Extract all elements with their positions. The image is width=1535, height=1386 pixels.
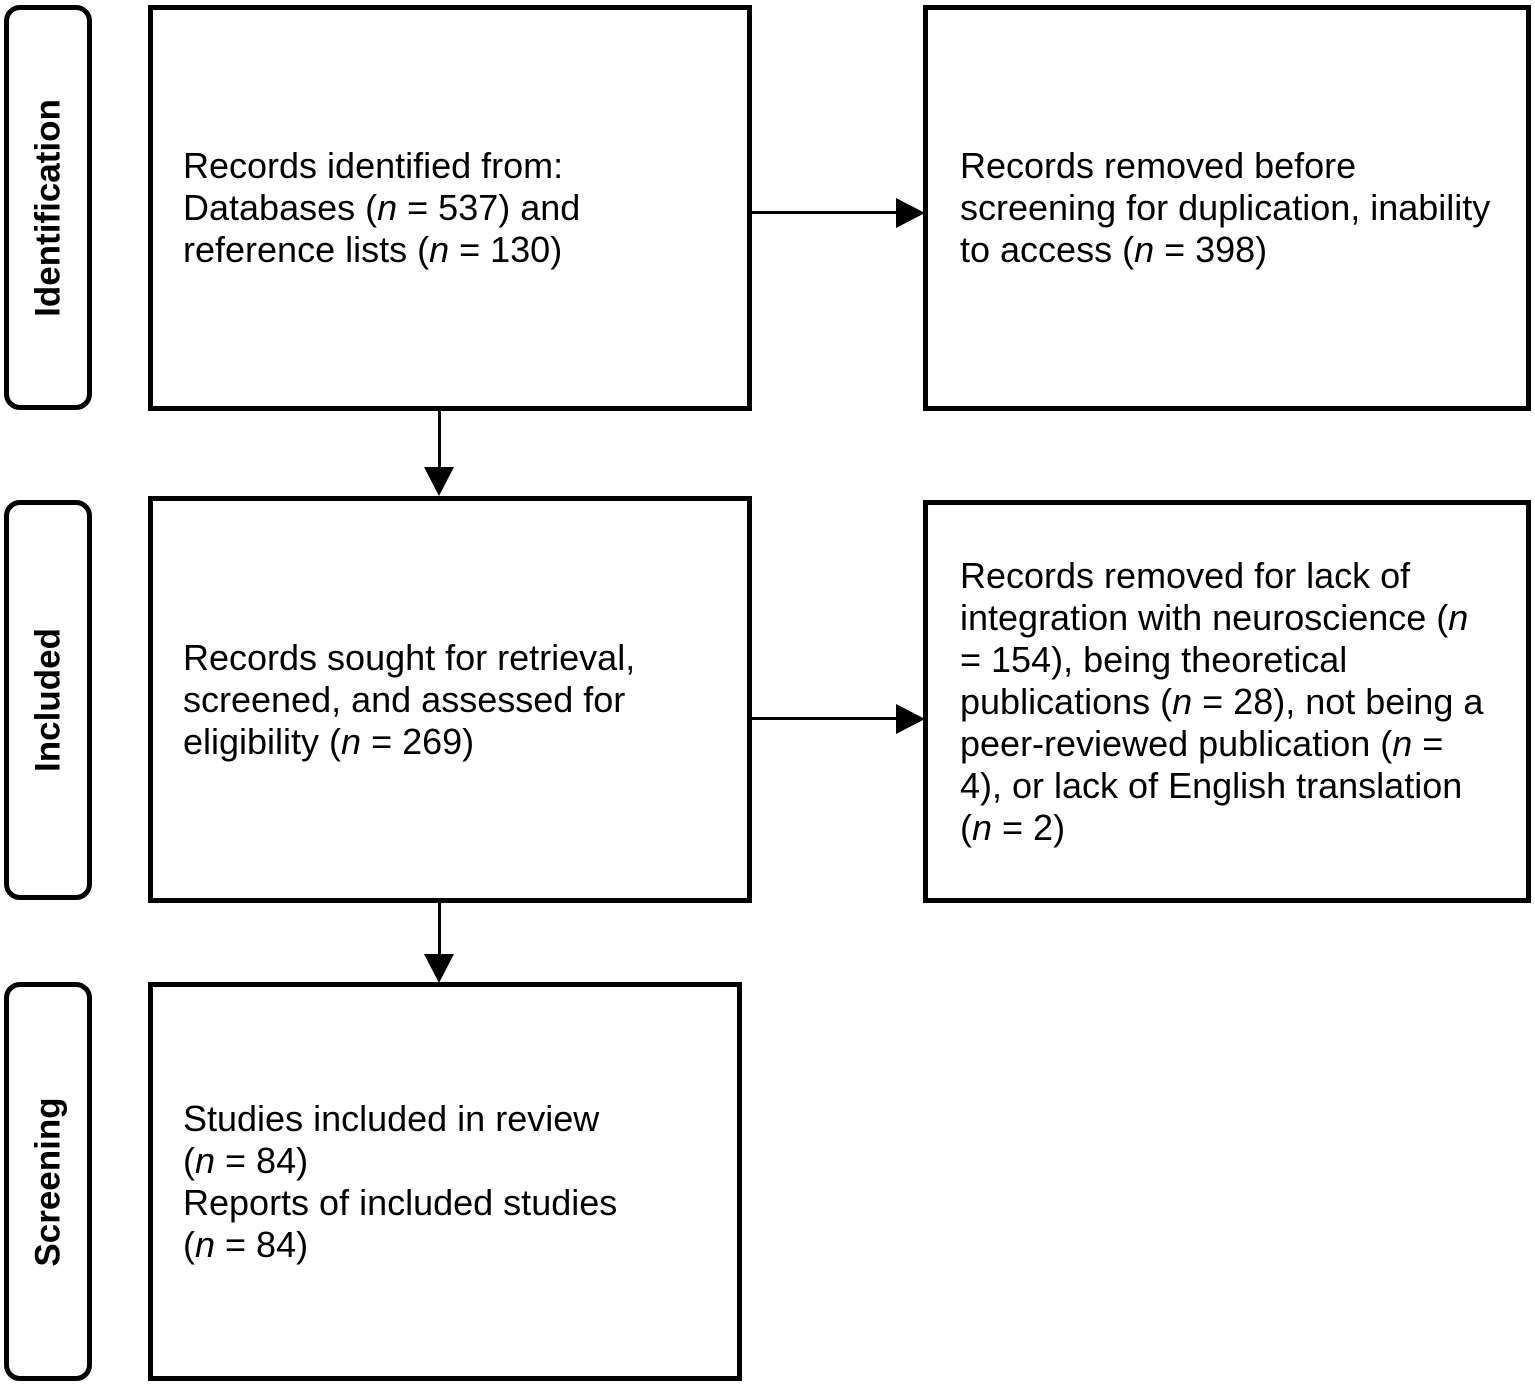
stage-pill-included: Included <box>4 500 92 900</box>
connector-sought-to-removed-reasons-line <box>752 717 902 720</box>
box-records-identified: Records identified from: Databases (n = … <box>148 5 752 411</box>
stage-label-included: Included <box>28 628 68 772</box>
box-records-removed-reasons-text: Records removed for lack of integration … <box>960 554 1484 848</box>
box-studies-included: Studies included in review (n = 84) Repo… <box>148 982 742 1381</box>
box-records-sought: Records sought for retrieval, screened, … <box>148 496 752 903</box>
connector-identified-to-sought-line <box>438 411 441 483</box>
connector-identified-to-removed-arrowhead <box>896 198 925 228</box>
stage-label-identification: Identification <box>28 98 68 317</box>
connector-sought-to-included-line <box>438 903 441 971</box>
connector-identified-to-sought-arrowhead <box>424 467 454 496</box>
box-studies-included-text: Studies included in review (n = 84) Repo… <box>183 1097 618 1265</box>
connector-sought-to-removed-reasons-arrowhead <box>896 704 925 734</box>
box-records-sought-text: Records sought for retrieval, screened, … <box>183 636 636 762</box>
connector-sought-to-included-arrowhead <box>424 954 454 983</box>
box-records-removed-before-screening: Records removed before screening for dup… <box>923 5 1531 411</box>
connector-identified-to-removed-line <box>752 211 902 214</box>
box-records-removed-before-screening-text: Records removed before screening for dup… <box>960 145 1491 270</box>
stage-pill-screening: Screening <box>4 982 92 1381</box>
stage-pill-identification: Identification <box>4 5 92 410</box>
stage-label-screening: Screening <box>28 1096 68 1267</box>
box-records-removed-reasons: Records removed for lack of integration … <box>923 500 1531 903</box>
box-records-identified-text: Records identified from: Databases (n = … <box>183 145 581 270</box>
